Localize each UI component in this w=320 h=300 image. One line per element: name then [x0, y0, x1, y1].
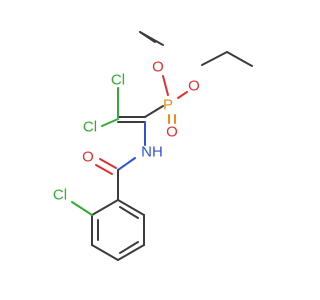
bond-ring-c1-c2 — [91, 199, 119, 216]
bond-ethyl-right-cc — [201, 51, 228, 66]
atom-o-phosphoryl: O — [166, 124, 178, 141]
bond-ring-inner-b — [119, 241, 139, 254]
atom-cl-left: Cl — [83, 119, 97, 136]
atom-p: P — [163, 97, 173, 114]
bond-o-ethoxy-right-p — [177, 91, 188, 99]
bond-ring-c3-c4 — [91, 244, 119, 261]
atom-o-carbonyl: O — [82, 149, 94, 166]
bond-p-c1 — [144, 105, 164, 118]
atom-n-amide: NH — [141, 144, 163, 161]
bond-c2-cl-left — [101, 118, 119, 127]
atom-cl-ring: Cl — [53, 187, 67, 204]
bond-carbonyl-double-a — [99, 158, 117, 169]
chemical-structure-diagram: Cl Cl Cl P O O O O NH — [53, 31, 253, 261]
atom-cl-top: Cl — [111, 72, 125, 89]
bond-ring-c6-c1 — [117, 199, 145, 216]
bond-n-carbonyl-c — [117, 157, 136, 171]
bond-ring-cl — [71, 201, 93, 216]
bond-o-ethoxy-left-p — [162, 75, 169, 96]
bond-ring-c4-c5 — [117, 244, 145, 261]
bond-carbonyl-double-b — [95, 164, 113, 175]
bond-ethyl-left-co — [139, 31, 156, 43]
atom-o-ethoxy-left: O — [152, 59, 164, 76]
atom-o-ethoxy-right: O — [188, 78, 200, 95]
bond-ring-inner-c — [119, 206, 139, 219]
bond-ethyl-right-ch3 — [226, 51, 253, 67]
